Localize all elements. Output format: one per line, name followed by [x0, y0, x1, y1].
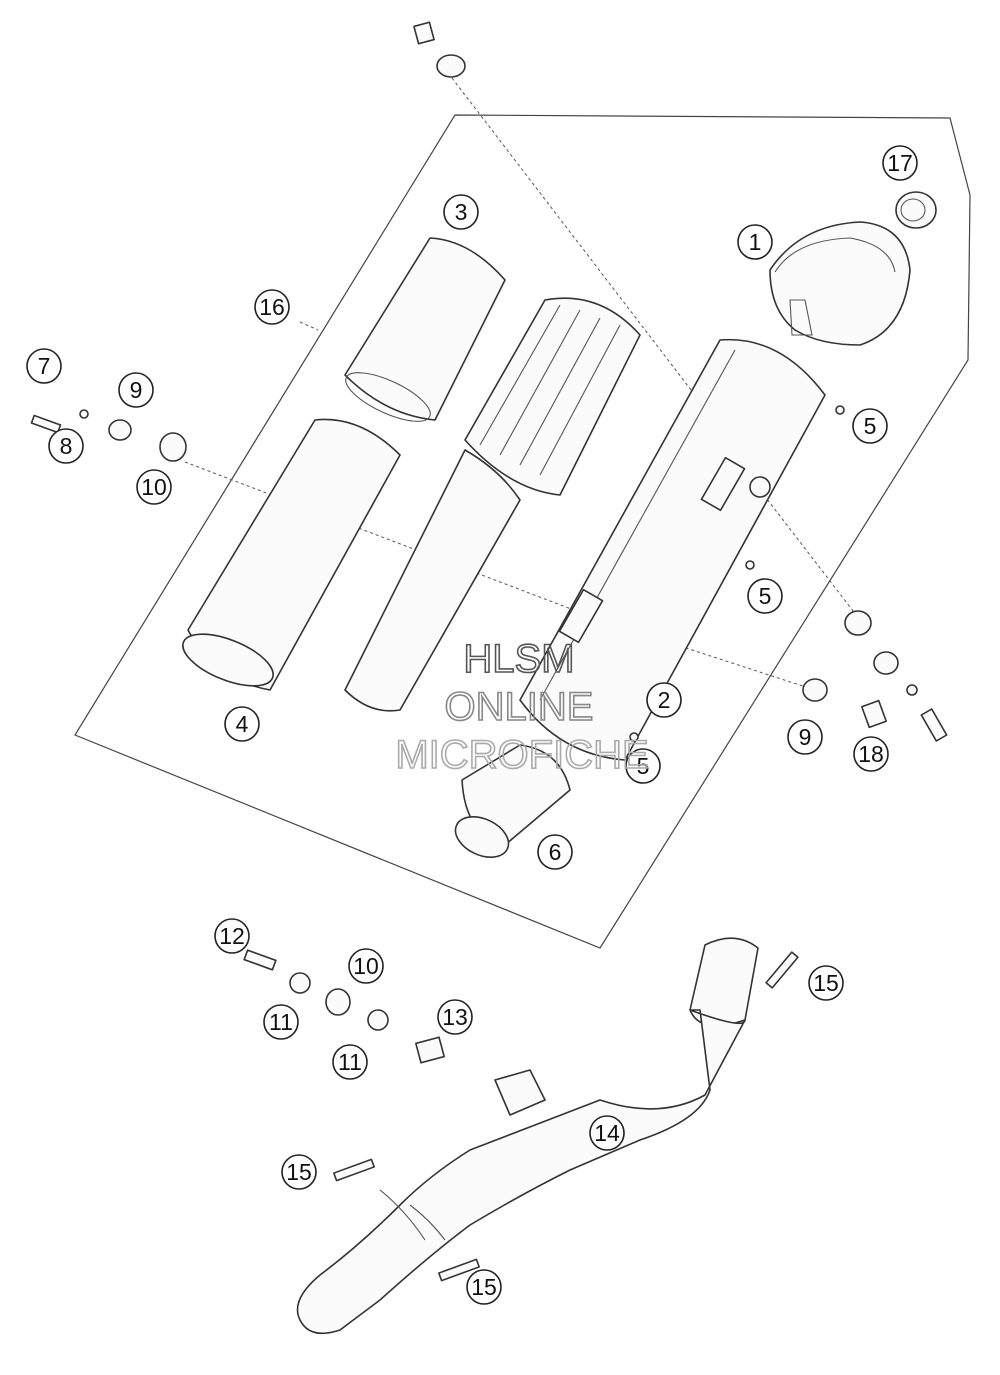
right-hardware	[802, 610, 948, 742]
spring-parts-15	[333, 951, 799, 1282]
callout-1: 1	[737, 224, 773, 260]
callout-5a: 5	[852, 408, 888, 444]
part-4-sleeve	[182, 418, 401, 691]
watermark-line-1: HLSM	[463, 637, 574, 681]
part-3-insert	[344, 237, 506, 422]
callout-2-label: 2	[658, 687, 671, 713]
part-6-inlet-cone	[454, 744, 571, 858]
callout-3: 3	[443, 194, 479, 230]
callout-10a: 10	[136, 469, 172, 505]
callout-10b: 10	[348, 948, 384, 984]
callouts: 1 2 3 4 5 5 5 6 7 8 9 9 10 10 11 11 12 1…	[26, 145, 918, 1305]
callout-10a-label: 10	[141, 474, 167, 500]
callout-14: 14	[589, 1115, 625, 1151]
callout-15c: 15	[466, 1269, 502, 1305]
callout-6: 6	[537, 834, 573, 870]
callout-15a: 15	[808, 965, 844, 1001]
mount-hardware	[243, 949, 445, 1064]
callout-7-label: 7	[38, 353, 51, 379]
callout-11a-label: 11	[269, 1009, 293, 1035]
callout-9a: 9	[118, 372, 154, 408]
callout-16: 16	[254, 289, 290, 325]
callout-5a-label: 5	[864, 413, 877, 439]
callout-11b-label: 11	[338, 1049, 362, 1075]
watermark: HLSM ONLINE MICROFICHE	[395, 636, 650, 778]
callout-2: 2	[646, 682, 682, 718]
callout-11b: 11	[332, 1044, 368, 1080]
callout-17: 17	[882, 145, 918, 181]
callout-15c-label: 15	[471, 1274, 497, 1300]
callout-14-label: 14	[594, 1120, 620, 1146]
callout-4-label: 4	[236, 711, 249, 737]
callout-9a-label: 9	[130, 377, 143, 403]
callout-1-label: 1	[749, 229, 762, 255]
callout-18-label: 18	[858, 741, 884, 767]
callout-12: 12	[214, 918, 250, 954]
callout-5c: 5	[625, 748, 661, 784]
left-hardware	[30, 409, 187, 462]
callout-18: 18	[853, 736, 889, 772]
callout-6-label: 6	[549, 839, 562, 865]
callout-9b-label: 9	[799, 724, 812, 750]
callout-5b: 5	[747, 578, 783, 614]
callout-13: 13	[437, 999, 473, 1035]
part-14-header-pipe	[296, 937, 759, 1335]
top-bolt-part	[413, 21, 466, 78]
callout-12-label: 12	[219, 923, 245, 949]
callout-5b-label: 5	[759, 583, 772, 609]
callout-15b-label: 15	[286, 1159, 312, 1185]
watermark-line-2: ONLINE	[445, 685, 594, 729]
callout-15b: 15	[281, 1154, 317, 1190]
callout-7: 7	[26, 348, 62, 384]
callout-3-label: 3	[455, 199, 468, 225]
callout-10b-label: 10	[353, 953, 379, 979]
perforated-core-part	[344, 297, 641, 712]
callout-17-label: 17	[887, 150, 913, 176]
callout-9b: 9	[787, 719, 823, 755]
watermark-line-3: MICROFICHE	[395, 733, 648, 777]
callout-16-label: 16	[259, 294, 285, 320]
callout-4: 4	[224, 706, 260, 742]
silencer-assembly-boundary	[74, 114, 971, 949]
part-1-end-cap	[769, 221, 911, 346]
callout-8-label: 8	[60, 433, 73, 459]
screw-parts-5	[629, 405, 845, 742]
callout-11a: 11	[263, 1004, 299, 1040]
callout-15a-label: 15	[813, 970, 839, 996]
callout-5c-label: 5	[637, 753, 650, 779]
callout-8: 8	[48, 428, 84, 464]
part-2-silencer-body	[519, 338, 826, 761]
part-17-ring	[895, 191, 937, 229]
callout-13-label: 13	[442, 1004, 468, 1030]
